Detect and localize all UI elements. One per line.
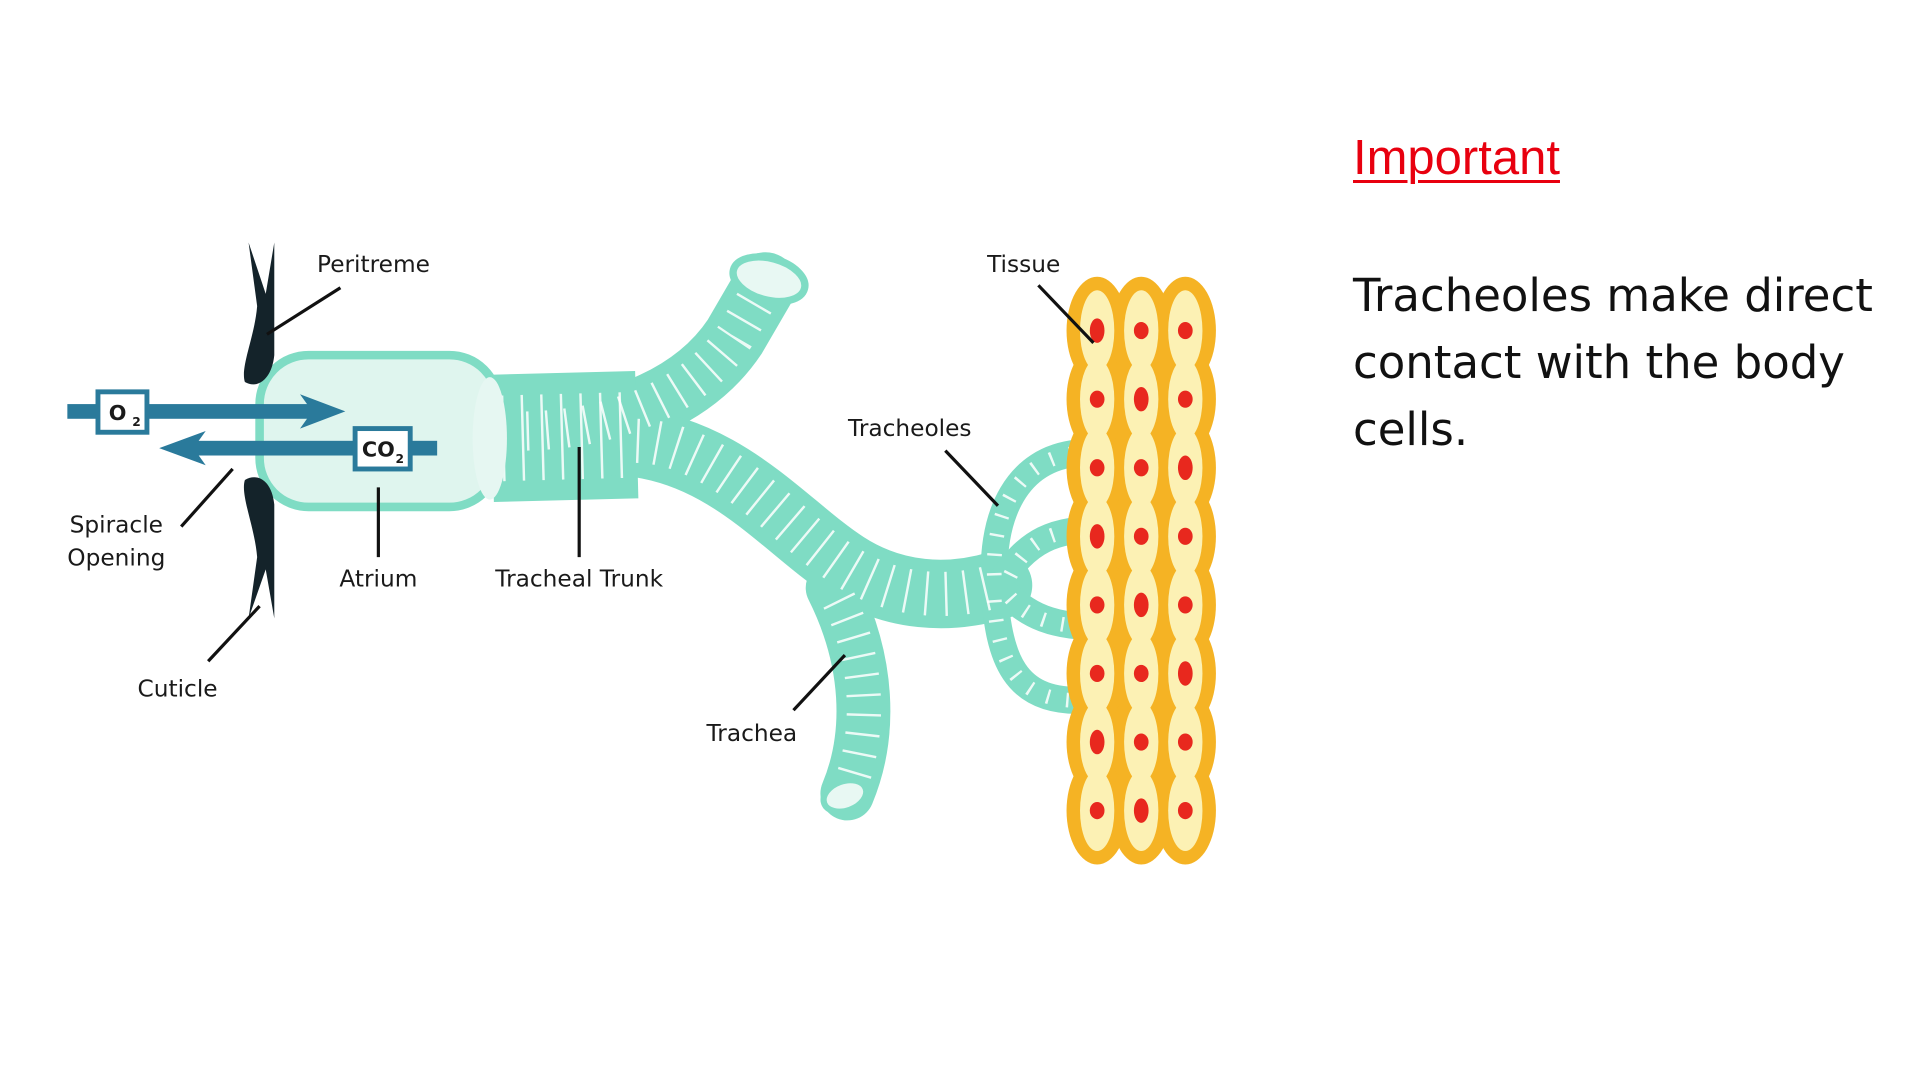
cell-nucleus (1133, 459, 1149, 477)
cell-nucleus (1133, 386, 1149, 412)
cell-nucleus (1089, 596, 1105, 614)
cell-nucleus (1177, 596, 1193, 614)
co2-label: CO (362, 438, 395, 462)
peritreme-leader (266, 286, 342, 336)
cell-nucleus (1177, 802, 1193, 820)
co2-subscript: 2 (396, 452, 405, 466)
cell-nucleus (1177, 390, 1193, 408)
cell-nucleus (1089, 390, 1105, 408)
label-tissue: Tissue (986, 251, 1060, 278)
label-opening: Opening (67, 545, 165, 572)
cell-nucleus (1089, 459, 1105, 477)
trachea-opening (820, 777, 870, 815)
cell-nucleus (1133, 733, 1149, 751)
atrium-inner-opening (472, 377, 507, 500)
spiracle-leader (180, 467, 234, 528)
o2-subscript: 2 (132, 415, 141, 429)
label-peritreme: Peritreme (317, 251, 430, 278)
cell-nucleus (1089, 318, 1105, 343)
cell-nucleus (1177, 661, 1193, 686)
tissue-leader (1037, 284, 1095, 344)
upper-branch-opening (729, 253, 809, 306)
tracheoles-leader (944, 449, 1000, 507)
cuticle-lower (243, 477, 275, 619)
label-cuticle: Cuticle (138, 676, 218, 703)
label-atrium: Atrium (339, 566, 417, 593)
important-heading: Important (1353, 131, 1560, 185)
label-tracheoles: Tracheoles (847, 415, 972, 442)
trachea-tubes (490, 252, 1120, 821)
cuticle-upper (243, 242, 275, 385)
co2-arrow: CO 2 (159, 426, 438, 472)
cell-nucleus (1133, 322, 1149, 340)
cell-nucleus (1133, 664, 1149, 683)
label-tracheal-trunk: Tracheal Trunk (494, 566, 663, 593)
cuticle-leader (207, 605, 261, 663)
cell-nucleus (1089, 802, 1105, 820)
cell-nucleus (1089, 664, 1105, 683)
cell-nucleus (1133, 527, 1149, 545)
o2-label: O (109, 401, 127, 425)
cell-nucleus (1089, 729, 1105, 755)
trachea-leader (792, 654, 847, 712)
note-text: Tracheoles make direct contact with the … (1353, 269, 1873, 456)
cell-nucleus (1089, 524, 1105, 549)
cell-nucleus (1133, 798, 1149, 823)
cell-nucleus (1177, 322, 1193, 340)
cell-nucleus (1133, 592, 1149, 618)
label-spiracle: Spiracle (70, 512, 163, 539)
tissue-cells (1066, 276, 1216, 865)
label-trachea: Trachea (706, 720, 798, 747)
tracheole-4 (980, 574, 1092, 714)
o2-arrow: O 2 (67, 389, 346, 435)
cell-nucleus (1177, 455, 1193, 481)
tube-rings (500, 274, 1103, 801)
tracheole-1 (980, 439, 1092, 596)
cell-nucleus (1177, 733, 1193, 751)
cell-nucleus (1177, 527, 1193, 545)
